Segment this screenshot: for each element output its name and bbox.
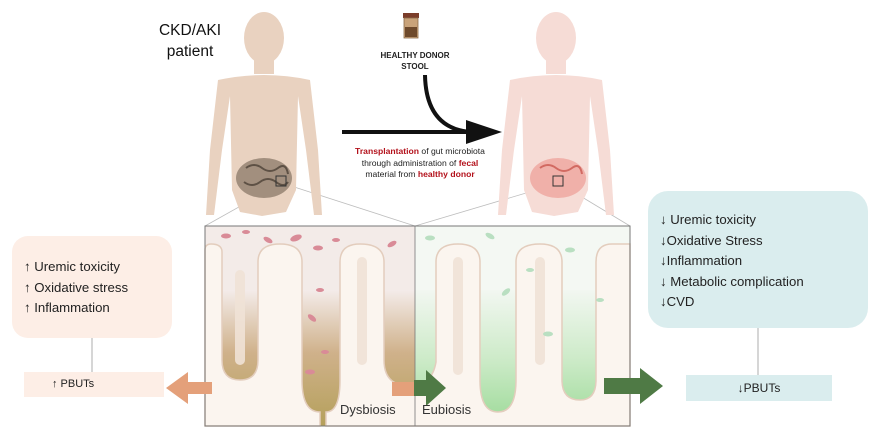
patient-label-line: CKD/AKI <box>158 22 221 39</box>
zoom-line <box>287 184 416 227</box>
effect-item: ↓Inflammation <box>660 253 743 268</box>
zoom-box-left <box>275 175 287 187</box>
text-segment: through administration of <box>361 157 459 168</box>
text-segment: material from <box>365 169 418 179</box>
patient-label-line: patient <box>166 43 214 60</box>
arrow-right-green-icon <box>414 370 446 406</box>
donor-label-line: HEALTHY DONOR <box>380 51 450 60</box>
arrow-right-orange-icon <box>392 382 414 396</box>
arrow-right-green-icon <box>604 368 663 404</box>
zoom-box-right <box>552 175 564 187</box>
highlight-word: fecal <box>458 157 479 168</box>
highlight-word: Transplantation <box>355 146 420 156</box>
patient-label: CKD/AKI patient <box>140 20 240 62</box>
donor-stool-label: HEALTHY DONOR STOOL <box>360 50 470 72</box>
pbut-increase-label: ↑ PBUTs <box>24 372 164 397</box>
stool-jar-icon <box>403 13 419 39</box>
eubiosis-label: Eubiosis <box>422 402 472 417</box>
effect-item: ↓Oxidative Stress <box>660 232 763 248</box>
intestine-frame <box>204 225 631 427</box>
donor-label-line: STOOL <box>401 62 429 71</box>
highlight-word: healthy donor <box>417 169 475 179</box>
effect-item: ↓ Metabolic complication <box>660 273 804 289</box>
transplant-arrow <box>342 74 502 144</box>
beneficial-bacteria <box>425 232 604 337</box>
eubiosis-effects-box: ↓ Uremic toxicity ↓Oxidative Stress ↓Inf… <box>648 191 868 328</box>
dysbiosis-effects-box: ↑ Uremic toxicity ↑ Oxidative stress ↑ I… <box>12 236 172 338</box>
transplant-description: Transplantation of gut microbiota throug… <box>330 146 510 181</box>
effect-item: ↑ Inflammation <box>24 300 110 315</box>
villi-tissue <box>204 243 631 427</box>
text-segment: of gut microbiota <box>419 146 485 156</box>
effect-item: ↓ Uremic toxicity <box>660 212 756 227</box>
arrow-left-orange-icon <box>166 372 212 404</box>
patient-gut-dysbiotic <box>236 158 292 198</box>
effect-item: ↓CVD <box>660 294 695 309</box>
pathogenic-bacteria <box>221 230 397 375</box>
pbut-decrease-label: ↓PBUTs <box>686 375 832 401</box>
effect-item: ↑ Uremic toxicity <box>24 259 120 274</box>
dysbiosis-label: Dysbiosis <box>340 402 396 417</box>
recovered-gut-healthy <box>530 158 586 198</box>
effect-item: ↑ Oxidative stress <box>24 279 129 295</box>
intestinal-lumen <box>235 257 545 375</box>
